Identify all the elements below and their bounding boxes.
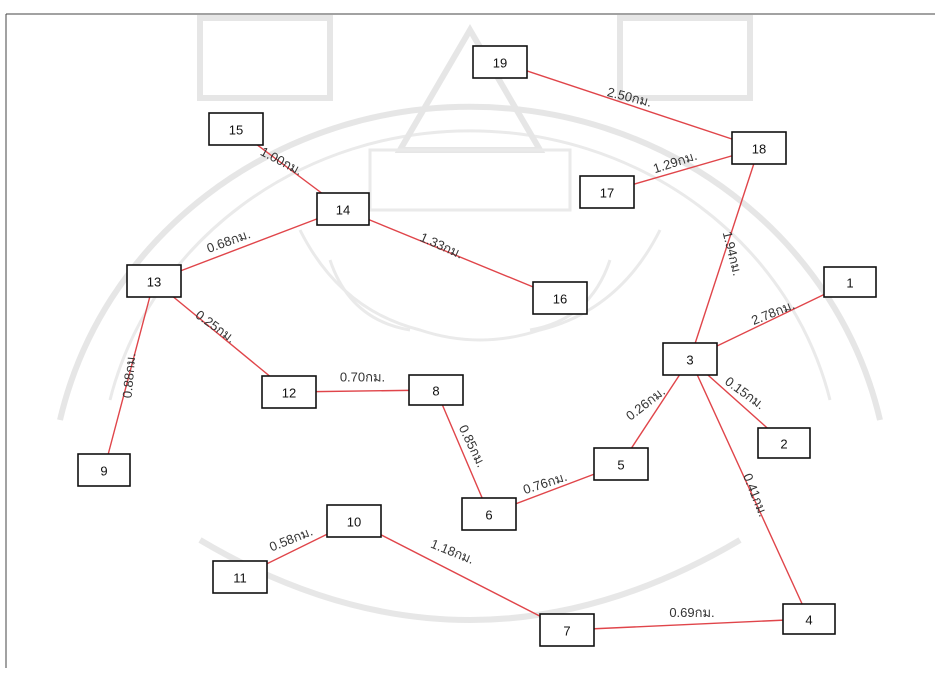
node-label-5: 5 bbox=[617, 458, 624, 473]
node-8: 8 bbox=[409, 375, 463, 405]
node-label-19: 19 bbox=[493, 56, 507, 71]
node-19: 19 bbox=[473, 46, 527, 78]
node-14: 14 bbox=[317, 193, 369, 225]
node-16: 16 bbox=[533, 282, 587, 314]
node-label-16: 16 bbox=[553, 292, 567, 307]
edge-label-8-6: 0.85กม. bbox=[456, 422, 489, 469]
node-15: 15 bbox=[209, 113, 263, 145]
node-label-13: 13 bbox=[147, 275, 161, 290]
node-label-10: 10 bbox=[347, 515, 361, 530]
node-17: 17 bbox=[580, 176, 634, 208]
node-label-4: 4 bbox=[805, 613, 812, 628]
node-11: 11 bbox=[213, 561, 267, 593]
node-label-8: 8 bbox=[432, 384, 439, 399]
node-label-2: 2 bbox=[780, 437, 787, 452]
node-4: 4 bbox=[783, 604, 835, 634]
node-label-3: 3 bbox=[686, 353, 693, 368]
edge-18-3 bbox=[690, 148, 759, 359]
node-12: 12 bbox=[262, 376, 316, 408]
node-label-9: 9 bbox=[100, 464, 107, 479]
node-5: 5 bbox=[594, 448, 648, 480]
node-label-15: 15 bbox=[229, 123, 243, 138]
node-label-6: 6 bbox=[485, 508, 492, 523]
node-7: 7 bbox=[540, 614, 594, 646]
edge-7-4 bbox=[567, 619, 809, 630]
node-label-1: 1 bbox=[846, 276, 853, 291]
edge-label-13-12: 0.25กม. bbox=[193, 307, 239, 346]
node-label-11: 11 bbox=[233, 571, 247, 586]
node-label-17: 17 bbox=[600, 186, 614, 201]
edge-label-11-10: 0.58กม. bbox=[267, 524, 315, 555]
edge-label-18-3: 1.94กม. bbox=[720, 230, 746, 278]
node-6: 6 bbox=[462, 498, 516, 530]
edge-label-3-4: 0.41กม. bbox=[740, 471, 771, 519]
node-9: 9 bbox=[78, 454, 130, 486]
node-2: 2 bbox=[758, 428, 810, 458]
node-10: 10 bbox=[327, 505, 381, 537]
edge-label-3-1: 2.78กม. bbox=[749, 297, 797, 328]
edge-13-14 bbox=[154, 209, 343, 281]
node-label-7: 7 bbox=[563, 624, 570, 639]
edge-label-12-8: 0.70กม. bbox=[340, 370, 385, 385]
node-label-14: 14 bbox=[336, 203, 350, 218]
node-18: 18 bbox=[732, 132, 786, 164]
node-13: 13 bbox=[127, 265, 181, 297]
node-label-18: 18 bbox=[752, 142, 766, 157]
edge-label-14-16: 1.33กม. bbox=[418, 229, 466, 261]
edge-label-19-18: 2.50กม. bbox=[606, 84, 654, 110]
edge-label-7-4: 0.69กม. bbox=[669, 605, 714, 620]
node-label-12: 12 bbox=[282, 386, 296, 401]
edge-label-13-9: 0.88กม. bbox=[120, 352, 139, 398]
node-3: 3 bbox=[663, 343, 717, 375]
node-1: 1 bbox=[824, 267, 876, 297]
